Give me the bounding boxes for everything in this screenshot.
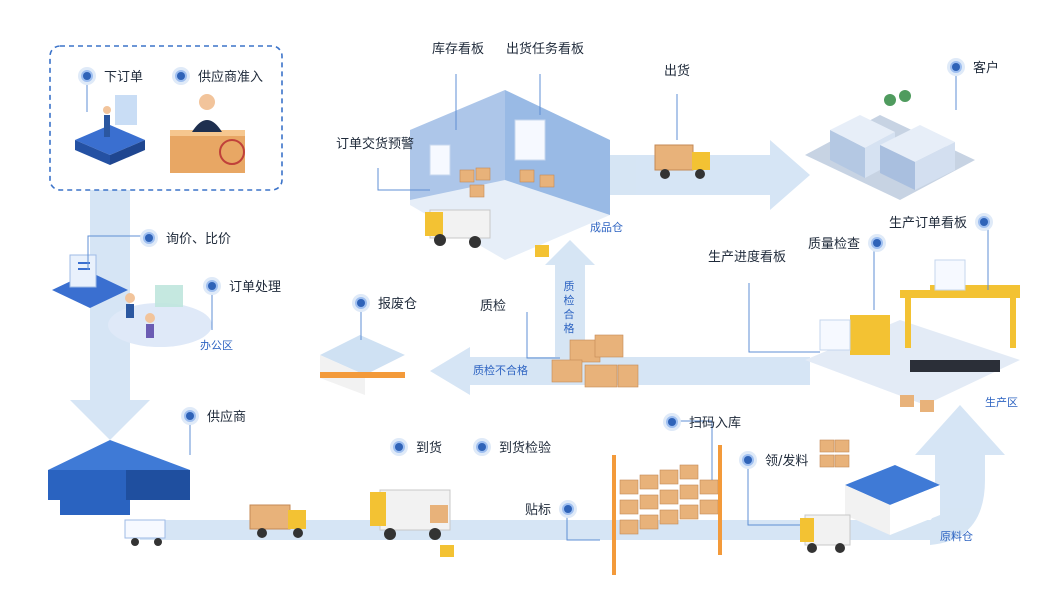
node-dot-icon <box>352 293 370 312</box>
flow-top-right <box>610 140 810 210</box>
finished-goods-warehouse-illustration <box>410 90 610 260</box>
node-arrival: 到货 <box>390 437 442 456</box>
node-label: 报废仓 <box>378 297 418 312</box>
node-order-processing: 订单处理 <box>203 276 281 295</box>
node-scan-in: 扫码入库 <box>663 412 741 431</box>
customer-buildings-illustration <box>805 90 975 200</box>
node-production-progress-board: 生产进度看板 <box>708 246 786 265</box>
supplier-desk-illustration <box>170 94 245 173</box>
node-label: 客户 <box>973 61 1000 76</box>
node-label: 下订单 <box>104 70 144 85</box>
area-office-label: 办公区 <box>200 339 233 352</box>
order-supplier-box <box>49 45 283 191</box>
node-label: 出货 <box>664 64 691 79</box>
node-labeling: 贴标 <box>525 499 578 518</box>
node-label: 库存看板 <box>432 42 485 57</box>
node-arrival-inspection: 到货检验 <box>473 437 551 456</box>
node-dot-icon <box>78 66 96 85</box>
node-dot-icon <box>868 233 887 252</box>
node-dot-icon <box>172 66 190 85</box>
bottom-truck-illustration <box>249 504 306 538</box>
node-dot-icon <box>739 450 757 469</box>
node-label: 询价、比价 <box>166 232 232 247</box>
node-label: 订单处理 <box>229 280 282 295</box>
area-finished-goods-label: 成品仓 <box>590 221 623 234</box>
node-label: 贴标 <box>525 503 552 518</box>
node-customer: 客户 <box>947 57 999 76</box>
area-raw-material-label: 原料仓 <box>940 530 973 543</box>
node-label: 出货任务看板 <box>506 42 585 57</box>
node-dot-icon <box>947 57 965 76</box>
scan-in-racks-illustration <box>612 445 722 575</box>
node-label: 供应商 <box>207 410 247 425</box>
arrival-truck-illustration <box>370 489 454 557</box>
node-label: 质量检查 <box>808 237 861 252</box>
flow-bottom <box>140 520 930 540</box>
node-dot-icon <box>975 212 994 231</box>
node-dot-icon <box>390 437 408 456</box>
flow-left-down <box>70 190 150 440</box>
node-label: 到货 <box>416 441 443 456</box>
node-dot-icon <box>663 412 681 431</box>
supplier-containers-illustration <box>48 440 190 546</box>
area-production-label: 生产区 <box>985 396 1018 409</box>
node-inquiry-compare: 询价、比价 <box>140 228 231 247</box>
node-supplier-access: 供应商准入 <box>172 66 263 85</box>
node-label: 供应商准入 <box>198 70 264 85</box>
qc-pass-label: 质检合格 <box>563 280 575 335</box>
node-shipping-task-board: 出货任务看板 <box>506 38 584 57</box>
node-supplier: 供应商 <box>181 406 246 425</box>
node-label: 生产订单看板 <box>889 216 968 231</box>
scrap-warehouse-illustration <box>320 335 405 395</box>
node-label: 到货检验 <box>499 441 552 456</box>
node-label: 质检 <box>480 299 507 314</box>
node-shipping: 出货 <box>664 60 690 79</box>
node-place-order: 下订单 <box>78 66 143 85</box>
node-qc: 质检 <box>480 295 506 314</box>
node-scrap-warehouse: 报废仓 <box>352 293 417 312</box>
node-delivery-warning: 订单交货预警 <box>336 133 414 152</box>
node-dot-icon <box>181 406 199 425</box>
production-area-illustration <box>805 259 1020 412</box>
node-label: 扫码入库 <box>689 416 742 431</box>
node-inventory-board: 库存看板 <box>432 38 484 57</box>
flow-qc-up <box>545 240 595 357</box>
node-dot-icon <box>203 276 221 295</box>
raw-material-warehouse-illustration <box>800 439 940 553</box>
node-dot-icon <box>140 228 158 247</box>
qc-fail-label: 质检不合格 <box>473 364 528 377</box>
office-illustration <box>52 254 212 347</box>
node-dot-icon <box>473 437 491 456</box>
node-issue-material: 领/发料 <box>739 450 808 469</box>
node-production-order-board: 生产订单看板 <box>889 212 994 231</box>
qc-crates-illustration <box>551 334 639 388</box>
order-terminal-illustration <box>75 95 145 165</box>
node-dot-icon <box>559 499 578 518</box>
node-label: 生产进度看板 <box>708 250 787 265</box>
node-label: 订单交货预警 <box>336 137 415 152</box>
node-quality-check: 质量检查 <box>808 233 887 252</box>
shipping-truck-illustration <box>654 144 710 179</box>
node-label: 领/发料 <box>765 454 809 469</box>
